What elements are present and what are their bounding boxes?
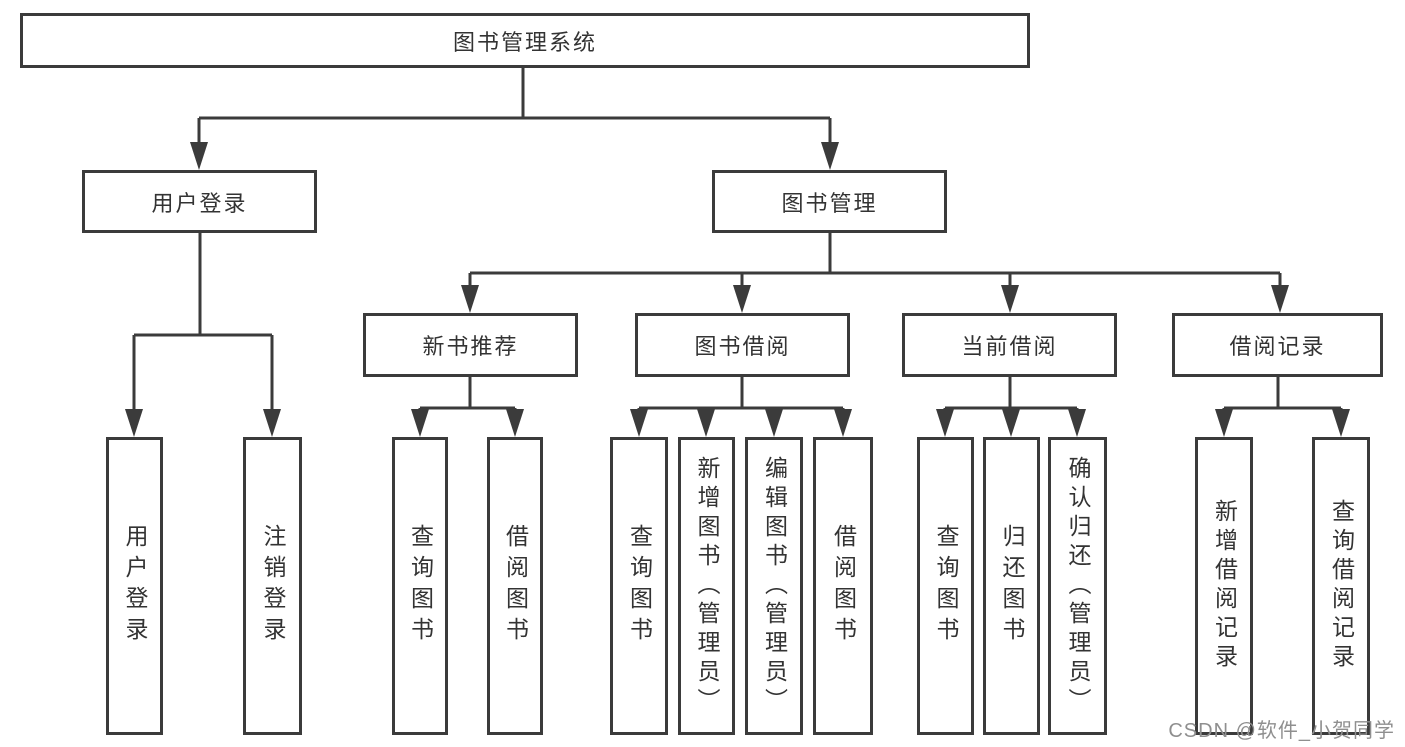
node-current-borrowing: 当前借阅 xyxy=(902,313,1117,377)
node-label: 图书管理 xyxy=(781,190,878,216)
leaf-label: 查询图书 xyxy=(626,524,653,648)
leaf-label: 确认归还（管理员） xyxy=(1065,455,1091,717)
node-label: 图书管理系统 xyxy=(452,29,597,55)
node-label: 借阅记录 xyxy=(1229,334,1326,359)
node-label: 图书借阅 xyxy=(694,334,791,359)
leaf-query-books-borrowing: 查询图书 xyxy=(610,437,668,735)
leaf-edit-book-admin: 编辑图书（管理员） xyxy=(745,437,803,735)
node-book-management: 图书管理 xyxy=(712,170,947,233)
leaf-label: 用户登录 xyxy=(122,524,148,648)
leaf-confirm-return-admin: 确认归还（管理员） xyxy=(1048,437,1107,735)
leaf-label: 借阅图书 xyxy=(502,524,529,648)
leaf-label: 借阅图书 xyxy=(830,524,857,648)
node-book-borrowing: 图书借阅 xyxy=(635,313,850,377)
leaf-borrow-books-recommend: 借阅图书 xyxy=(487,437,543,735)
node-new-book-recommend: 新书推荐 xyxy=(363,313,578,377)
leaf-label: 新增图书（管理员） xyxy=(694,455,720,717)
leaf-query-books-recommend: 查询图书 xyxy=(392,437,448,735)
arrow-down-icons xyxy=(125,142,1350,437)
leaf-borrow-books-borrowing: 借阅图书 xyxy=(813,437,873,735)
leaf-label: 查询图书 xyxy=(407,524,434,648)
node-root-system: 图书管理系统 xyxy=(20,13,1030,68)
node-label: 当前借阅 xyxy=(961,334,1058,359)
node-label: 新书推荐 xyxy=(422,334,519,359)
leaf-add-book-admin: 新增图书（管理员） xyxy=(678,437,735,735)
leaf-label: 查询借阅记录 xyxy=(1328,499,1355,673)
leaf-query-borrow-record: 查询借阅记录 xyxy=(1312,437,1370,735)
leaf-label: 归还图书 xyxy=(999,524,1025,648)
node-user-login: 用户登录 xyxy=(82,170,317,233)
leaf-logout-login: 注销登录 xyxy=(243,437,302,735)
leaf-label: 新增借阅记录 xyxy=(1211,499,1238,673)
watermark: CSDN @软件_小贺同学 xyxy=(1168,720,1395,742)
node-borrow-records: 借阅记录 xyxy=(1172,313,1383,377)
leaf-label: 注销登录 xyxy=(260,524,286,648)
leaf-add-borrow-record: 新增借阅记录 xyxy=(1195,437,1253,735)
leaf-user-login: 用户登录 xyxy=(106,437,163,735)
connector-stems xyxy=(132,68,1343,415)
leaf-label: 编辑图书（管理员） xyxy=(761,455,788,717)
leaf-label: 查询图书 xyxy=(933,524,959,648)
node-label: 用户登录 xyxy=(151,190,248,216)
leaf-return-books: 归还图书 xyxy=(983,437,1040,735)
leaf-query-books-current: 查询图书 xyxy=(917,437,974,735)
